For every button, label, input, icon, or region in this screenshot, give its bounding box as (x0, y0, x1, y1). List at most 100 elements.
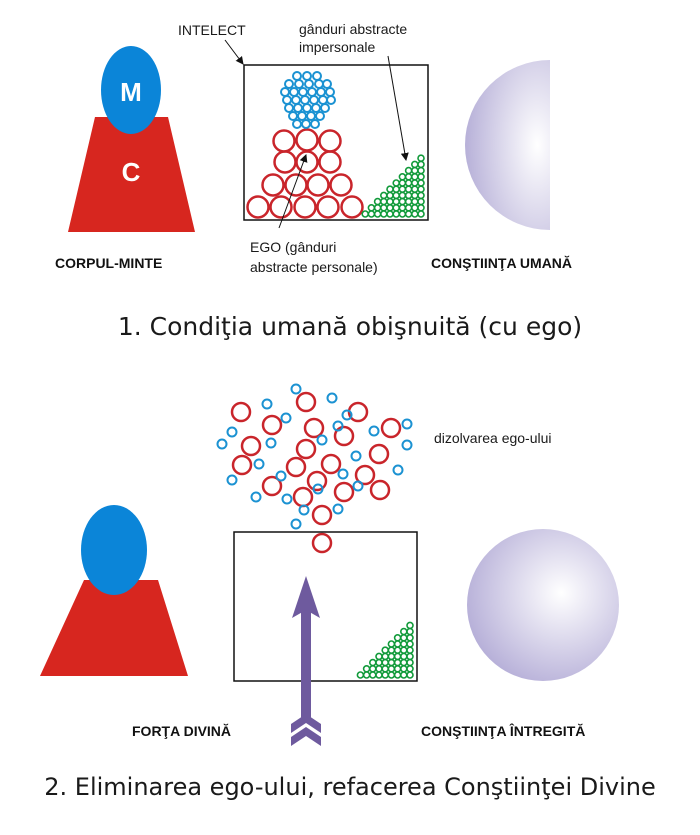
green-thought (410, 173, 419, 181)
section-1: C M INTELECT gânduri abstracte impersona… (55, 21, 582, 341)
green-thought (381, 658, 390, 667)
green-thought (361, 210, 370, 218)
abstract-thought (302, 71, 312, 81)
green-thought (393, 658, 402, 667)
dissolving-abstract-thought (337, 468, 349, 480)
intelect-pointer (224, 39, 244, 65)
green-thought (399, 652, 408, 661)
green-thought (399, 640, 408, 648)
green-thought (410, 160, 419, 169)
green-thought (410, 197, 419, 206)
green-thought (404, 179, 413, 187)
green-thought (362, 664, 371, 673)
green-thought (368, 664, 377, 673)
green-thought (398, 197, 407, 206)
dissolving-abstract-thought (368, 425, 380, 437)
abstract-thought (314, 79, 324, 89)
abstract-thought (292, 119, 302, 129)
ego-thought (340, 195, 364, 219)
green-thought (375, 652, 383, 661)
abstract-thought (315, 111, 325, 121)
body-trapezoid (68, 117, 195, 232)
intellect-box (243, 64, 429, 221)
green-thought (398, 210, 407, 218)
green-thought (417, 204, 425, 212)
abstract-thought (289, 87, 299, 97)
dissolving-abstract-thought (281, 493, 293, 505)
dissolving-ego-thought (285, 456, 307, 478)
impersonal-pointer (387, 55, 409, 161)
green-thought (356, 671, 365, 679)
green-thought (381, 671, 390, 679)
ego-pointer (278, 154, 308, 229)
green-thought (398, 179, 407, 187)
body-letter-c: C (122, 157, 141, 187)
dissolving-ego-thought (295, 391, 317, 413)
integrated-consciousness-sphere (467, 529, 619, 681)
mind-letter-m: M (120, 77, 142, 107)
green-thought (398, 204, 407, 212)
green-thought (387, 646, 396, 655)
dissolving-ego-thought (333, 481, 355, 503)
dissolving-abstract-thought (280, 412, 292, 424)
green-thought (362, 671, 371, 679)
green-thought (392, 191, 401, 200)
green-thought (417, 173, 425, 181)
green-thought (417, 197, 425, 206)
abstract-thought (325, 87, 335, 97)
ego-thought (269, 195, 293, 219)
green-thought (386, 191, 394, 200)
dissolving-abstract-thought (261, 398, 273, 410)
abstract-thought (306, 111, 316, 121)
green-thought (392, 204, 401, 212)
green-thought (393, 633, 402, 642)
dissolving-ego-thought (230, 401, 252, 423)
impersonal-thoughts-cluster (280, 71, 336, 129)
green-thought (381, 664, 390, 673)
abstract-thought (309, 95, 319, 105)
dissolving-ego-thought (320, 453, 342, 475)
green-thought (393, 640, 402, 648)
dissolving-ego-thought (368, 443, 390, 465)
mind-ellipse-2 (81, 505, 147, 595)
dissolving-abstract-thought (401, 418, 413, 430)
dissolving-abstract-thought (253, 458, 265, 470)
abstract-thought (307, 87, 317, 97)
divine-force-label: FORŢA DIVINĂ (132, 723, 231, 739)
abstract-thought (322, 79, 332, 89)
abstract-thought (291, 95, 301, 105)
green-thought (404, 166, 413, 175)
abstract-thought (284, 103, 294, 113)
green-thought (406, 627, 414, 636)
green-thought (404, 173, 413, 181)
green-thought (368, 671, 377, 679)
abstract-thought (280, 87, 290, 97)
dissolving-abstract-thought (250, 491, 262, 503)
green-thought (387, 671, 396, 679)
green-thought (367, 210, 376, 218)
body-trapezoid-2 (40, 580, 188, 676)
dissolving-ego-thought (292, 486, 314, 508)
green-thought (399, 664, 408, 673)
abstract-thought (326, 95, 336, 105)
green-thought (386, 185, 394, 193)
divine-force-arrow (291, 576, 321, 746)
green-thought (399, 627, 408, 636)
green-thought (375, 664, 383, 673)
body-mind-label: CORPUL-MINTE (55, 255, 162, 271)
abstract-thought (284, 79, 294, 89)
green-thought (398, 191, 407, 200)
ego-thought (246, 195, 270, 219)
green-thought (393, 671, 402, 679)
green-thought (417, 166, 425, 175)
green-thought (392, 185, 401, 193)
ego-thought (318, 150, 342, 174)
ego-thought (261, 173, 285, 197)
ego-thought (293, 195, 317, 219)
green-thought (410, 179, 419, 187)
dissolving-abstract-thought (341, 409, 353, 421)
dissolving-abstract-thought (401, 439, 413, 451)
mind-ellipse (101, 46, 161, 134)
green-thought (404, 210, 413, 218)
dissolving-abstract-thought (350, 450, 362, 462)
